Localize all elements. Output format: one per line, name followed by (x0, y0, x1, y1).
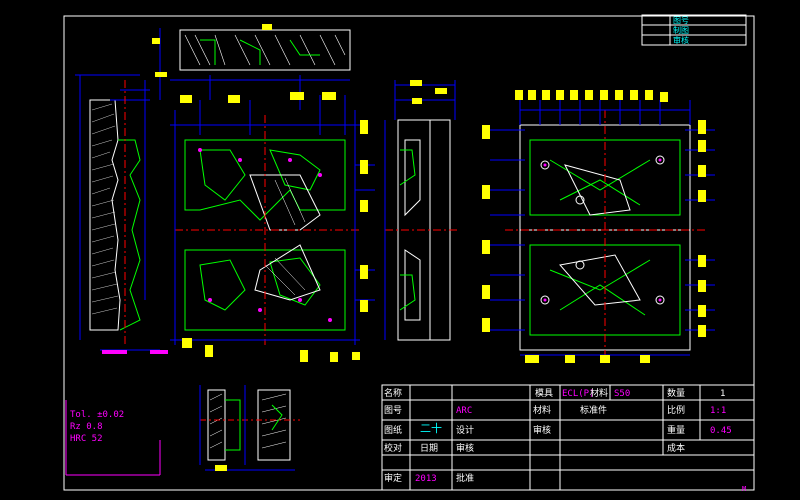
tb-weight-value: 0.45 (710, 426, 732, 436)
tb-review-label: 审核 (533, 426, 552, 436)
tb-sheet-label: 图纸 (384, 426, 403, 436)
tb-standard: 标准件 (580, 406, 608, 416)
tb-qty-value: 1 (720, 389, 726, 399)
tb-scale-label: 比例 (667, 406, 686, 416)
tb-part-code: ECL(P) (562, 389, 595, 399)
title-block-grid (381, 384, 755, 491)
tb-final-label: 审定 (384, 474, 403, 484)
bottom-detail-view (199, 385, 300, 471)
stamp-line-1: 图号 (673, 16, 689, 25)
tb-design-label: 设计 (456, 426, 475, 436)
tb-ratify-label: 批准 (456, 474, 475, 484)
tb-cost-label: 成本 (667, 444, 686, 454)
right-plan-view (482, 90, 715, 363)
tb-date-value: 2013 (415, 474, 437, 484)
note-line-1: Tol. ±0.02 (70, 410, 125, 420)
tb-material-value: S50 (614, 389, 631, 399)
tb-material2-label: 材料 (533, 406, 552, 416)
stamp-line-2: 制图 (673, 26, 689, 35)
tb-approve-label: 审核 (456, 444, 475, 454)
note-line-3: HRC 52 (70, 434, 103, 444)
center-main-view (150, 92, 375, 362)
tb-scale-value: 1:1 (710, 406, 727, 416)
left-section-view (75, 74, 160, 354)
side-view (384, 80, 460, 341)
tb-symbol: 二十 (420, 422, 442, 435)
note-line-2: Rz 0.8 (70, 422, 103, 432)
tb-qty-label: 数量 (667, 389, 686, 399)
tb-label-name: 名称 (384, 389, 403, 399)
tb-date-label: 日期 (420, 444, 439, 454)
tb-drawing-no-label: 图号 (384, 406, 403, 416)
tb-material-label: 材料 (590, 389, 609, 399)
notes-box (65, 400, 161, 476)
top-center-section (152, 24, 351, 110)
tb-mold: 模具 (535, 389, 554, 399)
top-right-stamp (641, 14, 747, 46)
stamp-line-3: 审核 (673, 36, 689, 45)
tb-check-label: 校对 (384, 444, 403, 454)
tb-drawing-no: ARC (456, 406, 473, 416)
corner-mark: M (742, 485, 747, 493)
tb-weight-label: 重量 (667, 426, 686, 436)
